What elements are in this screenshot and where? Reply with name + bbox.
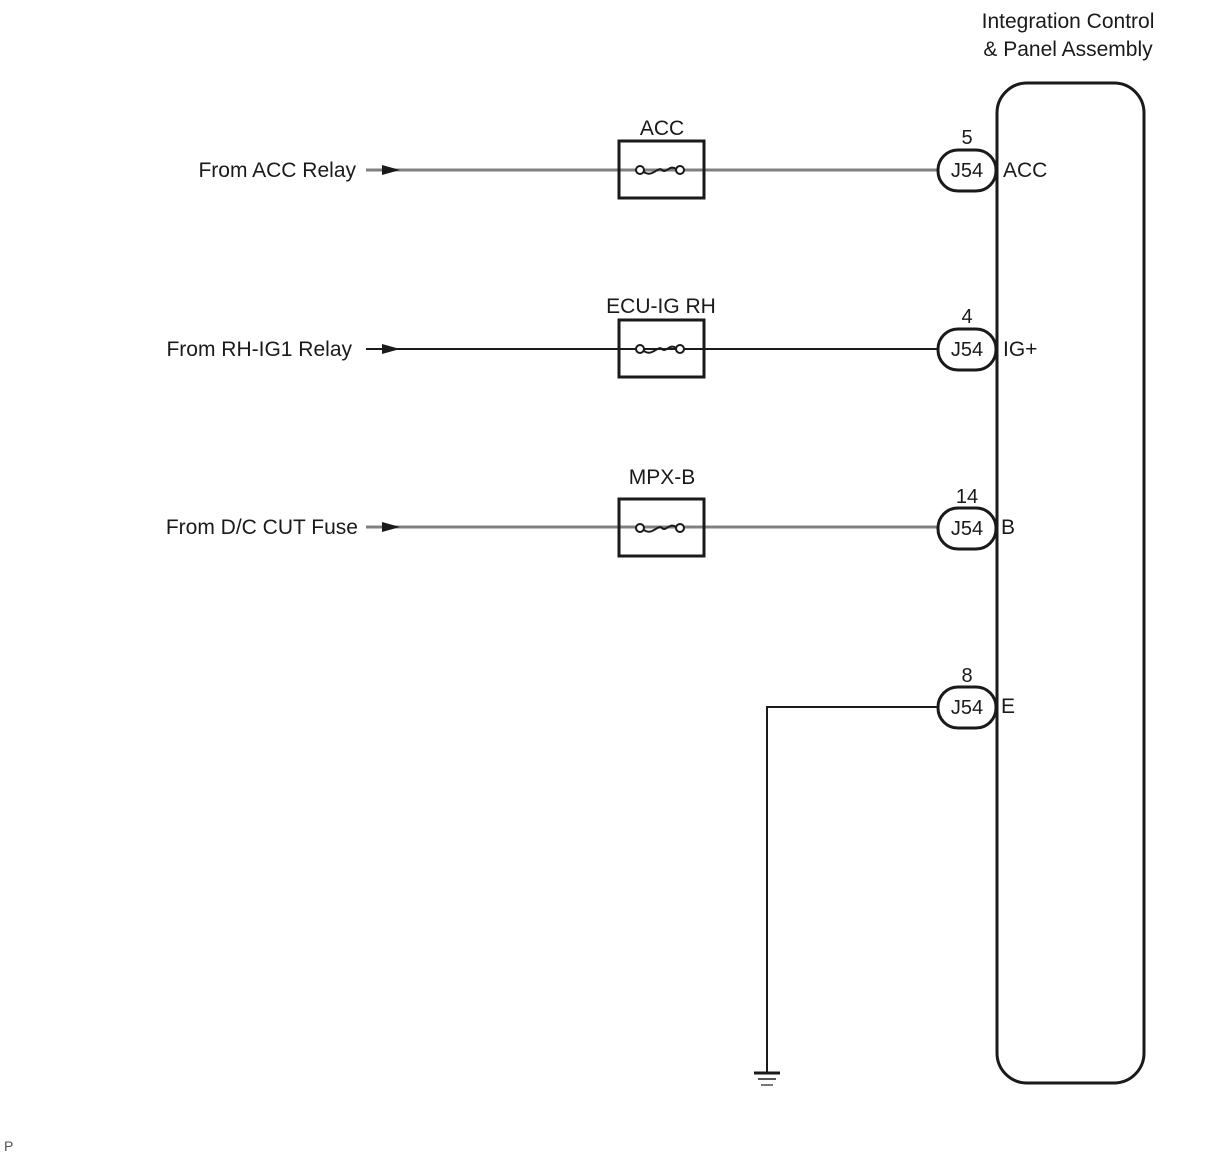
terminal-label: B bbox=[1001, 516, 1015, 539]
component-title-line2: & Panel Assembly bbox=[983, 38, 1153, 61]
terminal-label: ACC bbox=[1003, 159, 1047, 182]
connector-label: J54 bbox=[951, 518, 983, 540]
pin-number: 5 bbox=[961, 127, 972, 149]
connector-label: J54 bbox=[951, 160, 983, 182]
connector-icon bbox=[936, 327, 998, 372]
circuit-ground: 8 J54 E bbox=[754, 665, 1015, 1086]
fuse-label: ACC bbox=[640, 117, 684, 140]
fuse-label: ECU-IG RH bbox=[606, 295, 716, 318]
integration-control-panel-assembly-box bbox=[995, 81, 1146, 1085]
circuit-acc: From ACC Relay ACC 5 J54 ACC bbox=[198, 117, 1047, 200]
source-label: From D/C CUT Fuse bbox=[166, 516, 358, 539]
connector-label: J54 bbox=[951, 339, 983, 361]
wire bbox=[766, 706, 938, 1072]
fuse-icon bbox=[617, 318, 706, 379]
terminal-label: E bbox=[1001, 695, 1015, 718]
connector-icon bbox=[936, 685, 998, 730]
terminal-label: IG+ bbox=[1003, 338, 1037, 361]
arrow-icon bbox=[382, 344, 400, 354]
source-label: From ACC Relay bbox=[198, 159, 356, 182]
pin-number: 4 bbox=[961, 306, 972, 328]
pin-number: 8 bbox=[961, 665, 972, 687]
pin-number: 14 bbox=[956, 486, 978, 508]
component-title-line1: Integration Control bbox=[982, 10, 1155, 33]
source-label: From RH-IG1 Relay bbox=[166, 338, 352, 361]
circuit-b: From D/C CUT Fuse MPX-B 14 J54 B bbox=[166, 466, 1015, 558]
fuse-label: MPX-B bbox=[629, 466, 696, 489]
fuse-icon bbox=[617, 497, 706, 558]
ground-icon bbox=[754, 1071, 780, 1086]
arrow-icon bbox=[382, 165, 400, 175]
footer-mark: P bbox=[4, 1138, 13, 1154]
connector-label: J54 bbox=[951, 697, 983, 719]
connector-icon bbox=[936, 148, 998, 193]
connector-icon bbox=[936, 506, 998, 551]
fuse-icon bbox=[617, 139, 706, 200]
circuit-ig: From RH-IG1 Relay ECU-IG RH 4 J54 IG+ bbox=[166, 295, 1037, 379]
arrow-icon bbox=[382, 522, 400, 532]
